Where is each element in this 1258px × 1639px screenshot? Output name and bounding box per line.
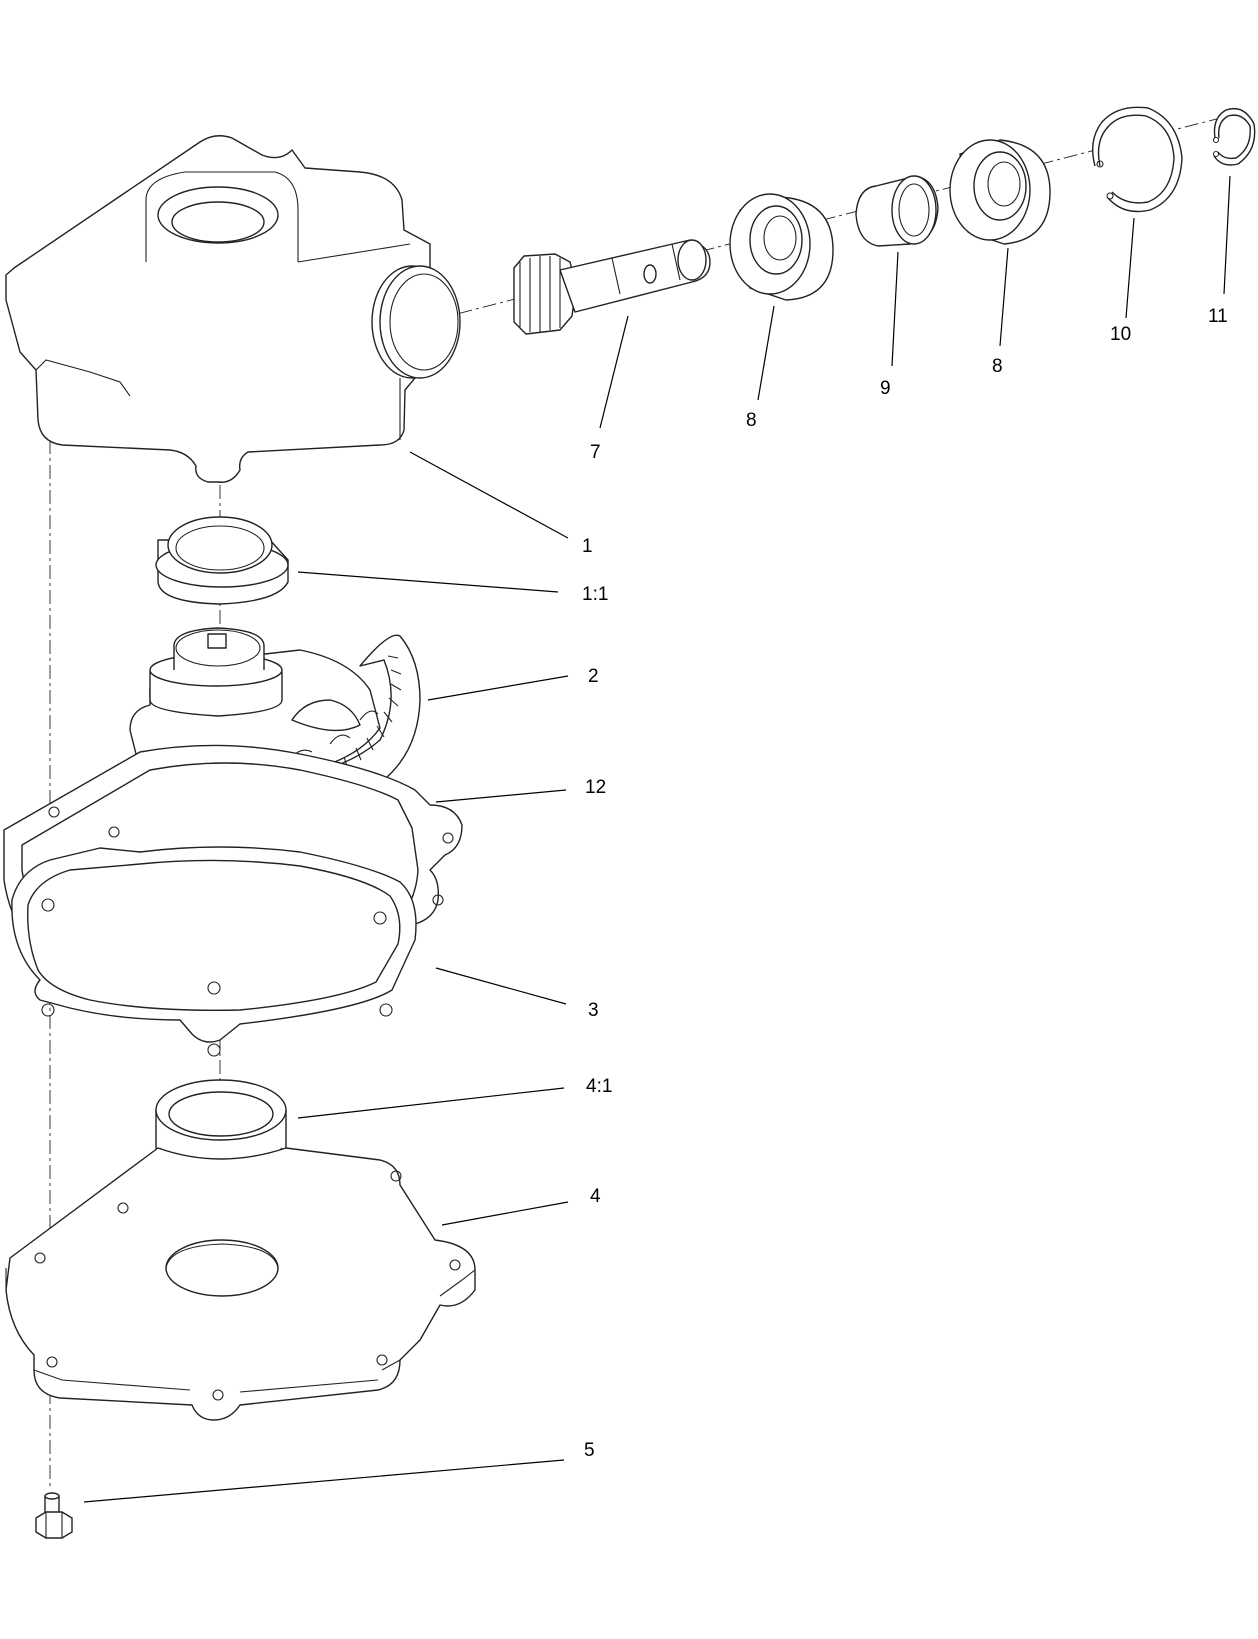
leader-1-1	[297, 571, 559, 593]
leader-3	[435, 967, 567, 1005]
callout-1-1: 1:1	[582, 584, 608, 605]
gearbox-housing	[5, 135, 461, 483]
leader-7	[599, 315, 629, 429]
callout-8a: 8	[746, 410, 757, 431]
snap-ring-small	[1212, 107, 1256, 166]
leader-2	[427, 675, 569, 701]
retaining-ring-large	[1092, 106, 1183, 213]
cover-plate	[5, 1147, 476, 1421]
leader-lines	[83, 175, 1231, 1503]
leader-4	[441, 1201, 569, 1226]
callout-3: 3	[588, 1000, 599, 1021]
leader-4-1	[297, 1087, 565, 1119]
leader-12	[435, 789, 567, 803]
bushing-upper	[155, 516, 289, 605]
bearing-1	[729, 193, 834, 301]
bearing-2	[949, 139, 1051, 245]
callout-4: 4	[590, 1186, 601, 1207]
callout-7: 7	[590, 442, 601, 463]
leader-1	[409, 451, 569, 539]
leader-8a	[757, 305, 775, 401]
callout-10: 10	[1110, 324, 1131, 345]
pinion-shaft	[513, 239, 711, 335]
callout-9: 9	[880, 378, 891, 399]
callout-1: 1	[582, 536, 593, 557]
bolt	[35, 1492, 73, 1539]
leader-9	[891, 251, 899, 367]
callout-2: 2	[588, 666, 599, 687]
callout-5: 5	[584, 1440, 595, 1461]
leader-5	[83, 1459, 565, 1503]
callout-labels: 1 1:1 2 12 3 4:1 4 5 7 8 9 8 10 11	[582, 306, 1228, 1461]
callout-12: 12	[585, 777, 606, 798]
leader-11	[1223, 175, 1231, 295]
leader-10	[1125, 217, 1135, 319]
bushing-lower	[155, 1079, 287, 1171]
gasket-lower	[11, 846, 417, 1057]
callout-11: 11	[1208, 306, 1228, 327]
bevel-gear	[129, 627, 421, 813]
leader-8b	[999, 247, 1009, 347]
callout-8b: 8	[992, 356, 1003, 377]
spacer	[855, 175, 939, 247]
callout-4-1: 4:1	[586, 1076, 612, 1097]
